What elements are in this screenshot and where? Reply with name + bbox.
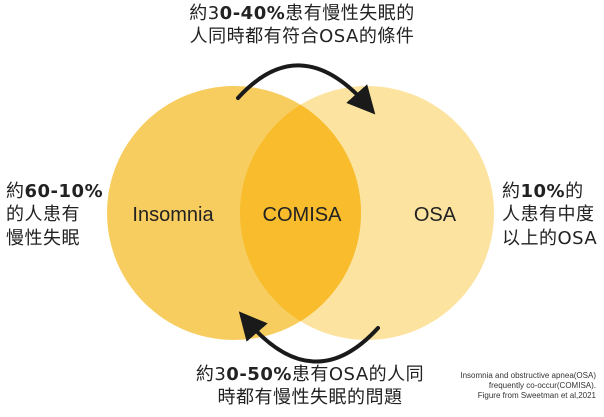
right-prefix-text: 約 [502, 181, 521, 202]
top-curved-arrow [236, 63, 376, 115]
top-suffix-text: 患有慢性失眠的 [285, 3, 415, 24]
right-annotation: 約10%的 人患有中度 以上的OSA [502, 180, 602, 250]
bottom-annotation: 約30-50%患有OSA的人同 時都有慢性失眠的問題 [165, 363, 455, 410]
bottom-suffix-text: 患有OSA的人同 [291, 364, 425, 385]
right-annotation-line2: 人患有中度 [502, 204, 595, 226]
left-prefix-text: 約 [6, 181, 25, 202]
bottom-annotation-line2: 時都有慢性失眠的問題 [217, 387, 403, 409]
right-suffix-text: 的 [565, 181, 584, 202]
left-percent-text: 60-10% [24, 181, 104, 202]
left-annotation-line3: 慢性失眠 [6, 227, 80, 249]
left-annotation-line2: 的人患有 [6, 204, 80, 226]
bottom-annotation-line1: 約30-50%患有OSA的人同 [165, 363, 455, 386]
top-prefix-text: 約3 [189, 3, 220, 24]
citation-line3: Figure from Sweetman et al,2021 [477, 391, 596, 400]
right-percent-text: 10% [520, 181, 566, 202]
bottom-percent-text: 0-50% [226, 364, 292, 385]
insomnia-label: Insomnia [132, 204, 214, 226]
osa-label: OSA [414, 204, 457, 226]
comisa-label: COMISA [263, 204, 343, 226]
right-annotation-line1: 約10%的 [502, 180, 602, 203]
left-annotation: 約60-10% 的人患有 慢性失眠 [6, 180, 116, 250]
citation-line2: frequently co-occur(COMISA). [488, 381, 596, 390]
comisa-overlap-region [240, 86, 361, 340]
top-percent-text: 0-40% [219, 3, 286, 24]
citation-line1: Insomnia and obstructive apnea(OSA) [460, 371, 596, 380]
bottom-curved-arrow [238, 311, 380, 364]
top-annotation-line2: 人同時都有符合OSA的條件 [189, 26, 415, 48]
top-annotation: 約30-40%患有慢性失眠的 人同時都有符合OSA的條件 [150, 2, 454, 49]
right-annotation-line3: 以上的OSA [502, 227, 598, 249]
left-annotation-line1: 約60-10% [6, 180, 116, 203]
figure-citation: Insomnia and obstructive apnea(OSA) freq… [446, 371, 596, 401]
top-annotation-line1: 約30-40%患有慢性失眠的 [150, 2, 454, 25]
bottom-prefix-text: 約3 [195, 364, 227, 385]
